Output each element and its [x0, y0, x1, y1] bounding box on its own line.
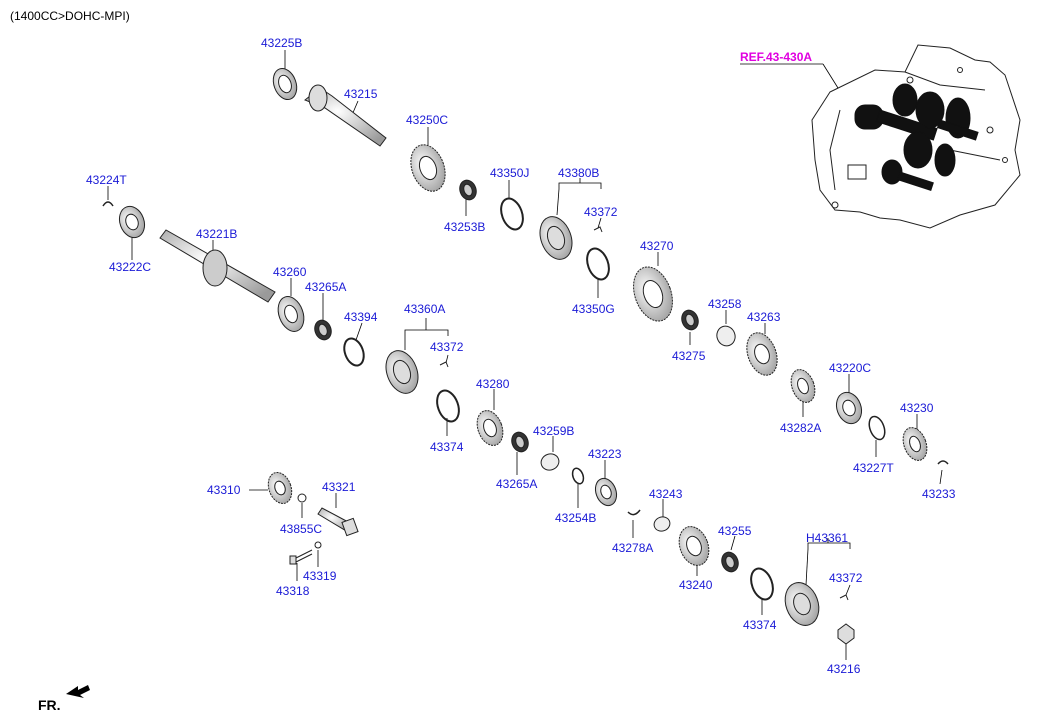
part-label[interactable]: 43310 — [207, 483, 241, 497]
reverse-shaft-43321 — [317, 507, 359, 537]
bearing-43220c — [835, 391, 863, 425]
washer-43855c — [297, 493, 307, 503]
part-label[interactable]: 43250C — [406, 113, 449, 127]
synchro-hub-43360a — [385, 350, 419, 394]
part-label[interactable]: 43372 — [430, 340, 464, 354]
part-label[interactable]: 43227T — [853, 461, 894, 475]
snap-ring-43224t — [102, 201, 114, 207]
bushing-43259b — [540, 453, 560, 471]
part-label[interactable]: 43258 — [708, 297, 742, 311]
reference-label[interactable]: REF.43-430A — [740, 50, 813, 64]
part-label[interactable]: 43374 — [430, 440, 464, 454]
transaxle-housing-illustration — [811, 44, 1021, 229]
gear-43260 — [277, 296, 305, 332]
part-label[interactable]: 43255 — [718, 524, 752, 538]
needle-bearing-43255 — [721, 551, 739, 573]
front-arrow-icon — [66, 685, 90, 698]
part-label[interactable]: 43220C — [829, 361, 872, 375]
bushing-43243 — [653, 516, 671, 532]
snap-ring-43227t — [868, 415, 886, 441]
part-label[interactable]: 43233 — [922, 487, 956, 501]
part-label[interactable]: 43265A — [496, 477, 538, 491]
needle-bearing-43275 — [681, 309, 699, 331]
needle-bearing-43253b — [459, 179, 477, 201]
clip-43278a — [627, 509, 641, 516]
gear-43250c — [410, 144, 446, 192]
washer-43254b — [571, 467, 585, 485]
synchro-hub-43380b — [539, 216, 573, 260]
part-label[interactable]: 43394 — [344, 310, 378, 324]
part-label[interactable]: 43321 — [322, 480, 356, 494]
needle-bearing-43265a — [314, 319, 332, 341]
part-label[interactable]: 43240 — [679, 578, 713, 592]
bushing-43258 — [716, 325, 736, 347]
gear-43270 — [633, 266, 673, 322]
part-label[interactable]: 43265A — [305, 280, 347, 294]
output-shaft-43215 — [304, 84, 387, 147]
nut-43216 — [837, 623, 855, 645]
part-label[interactable]: 43230 — [900, 401, 934, 415]
part-label[interactable]: 43282A — [780, 421, 822, 435]
part-label[interactable]: 43225B — [261, 36, 303, 50]
synchro-hub-h43361 — [784, 582, 820, 626]
key-43372b — [439, 361, 449, 368]
part-label[interactable]: H43361 — [806, 531, 849, 545]
part-label[interactable]: 43360A — [404, 302, 446, 316]
part-label[interactable]: 43380B — [558, 166, 600, 180]
part-label[interactable]: 43216 — [827, 662, 861, 676]
part-label[interactable]: 43350G — [572, 302, 615, 316]
part-label[interactable]: 43224T — [86, 173, 127, 187]
gear-43280 — [476, 410, 504, 446]
gear-43230 — [902, 427, 928, 461]
part-label[interactable]: 43215 — [344, 87, 378, 101]
part-label[interactable]: 43254B — [555, 511, 597, 525]
input-shaft-43221b — [159, 229, 276, 303]
part-label[interactable]: 43278A — [612, 541, 654, 555]
part-label[interactable]: 43260 — [273, 265, 307, 279]
bearing-43222c — [118, 205, 146, 239]
needle-bearing-43265a-2 — [511, 431, 529, 453]
part-label[interactable]: 43319 — [303, 569, 337, 583]
part-label[interactable]: 43259B — [533, 424, 575, 438]
part-label[interactable]: 43222C — [109, 260, 152, 274]
part-label[interactable]: 43374 — [743, 618, 777, 632]
part-label[interactable]: 43243 — [649, 487, 683, 501]
synchro-ring-43374a — [436, 389, 460, 423]
key-43372a — [593, 226, 603, 233]
part-label[interactable]: 43372 — [829, 571, 863, 585]
header-engine-spec: (1400CC>DOHC-MPI) — [10, 9, 130, 23]
gear-43282a — [790, 369, 816, 403]
leader-lines — [107, 50, 943, 660]
part-label[interactable]: 43253B — [444, 220, 486, 234]
key-43372c — [839, 594, 849, 601]
snap-ring-43233 — [937, 460, 949, 465]
synchro-ring-43394 — [343, 337, 365, 367]
part-label[interactable]: 43221B — [196, 227, 238, 241]
part-label[interactable]: 43263 — [747, 310, 781, 324]
part-label[interactable]: 43270 — [640, 239, 674, 253]
synchro-ring-43350j — [500, 197, 524, 231]
front-indicator: FR. — [38, 697, 61, 713]
synchro-ring-43374b — [750, 567, 774, 601]
part-label[interactable]: 43350J — [490, 166, 530, 180]
part-label[interactable]: 43275 — [672, 349, 706, 363]
gear-43240 — [678, 526, 710, 566]
part-label[interactable]: 43318 — [276, 584, 310, 598]
washer-43319 — [314, 541, 322, 549]
part-label[interactable]: 43372 — [584, 205, 618, 219]
part-label[interactable]: 43855C — [280, 522, 323, 536]
gear-43263 — [746, 332, 778, 376]
bearing-43223 — [594, 477, 618, 507]
bearing-43225b — [272, 68, 298, 100]
part-label[interactable]: 43280 — [476, 377, 510, 391]
part-label[interactable]: 43223 — [588, 447, 622, 461]
gear-43310 — [267, 472, 293, 504]
bolt-43318 — [289, 549, 313, 565]
synchro-ring-43350g — [586, 247, 610, 281]
parts — [102, 68, 949, 645]
